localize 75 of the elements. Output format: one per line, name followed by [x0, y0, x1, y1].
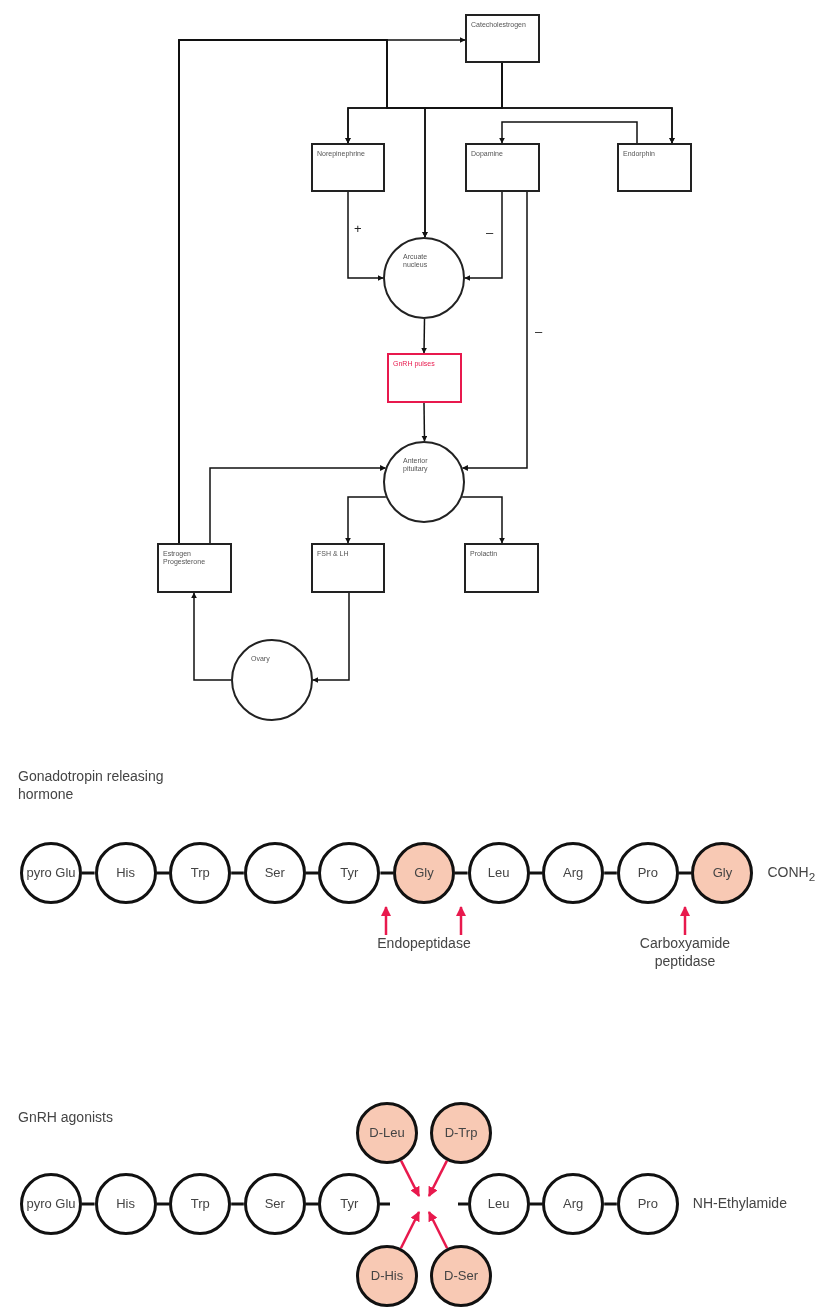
edge-label: – [486, 226, 494, 239]
residue-name: D-Leu [369, 1125, 405, 1141]
terminal-group: CONH$_{2}$ [767, 863, 816, 884]
process-box [465, 143, 540, 192]
arrow [399, 1211, 421, 1249]
peptide-bond [231, 871, 244, 875]
process-box [157, 543, 232, 593]
peptide-bond [82, 871, 95, 875]
arrow [209, 465, 387, 544]
peptide-bond [82, 1202, 95, 1206]
arrow [421, 402, 428, 442]
process-box [464, 543, 539, 593]
peptide-bond [156, 871, 170, 875]
terminal-group: NH-Ethylamide [692, 1194, 787, 1213]
residue-name: pyro Glu [26, 865, 76, 881]
residue-name: Ser [264, 865, 285, 881]
arrow [399, 1160, 421, 1197]
residue-name: D-Ser [444, 1268, 478, 1284]
amino-acid-circle [430, 1245, 492, 1307]
residue-name: Gly [414, 865, 434, 881]
amino-acid-circle [356, 1245, 418, 1307]
arrow [680, 906, 690, 935]
enzyme-label: Endopeptidase [354, 935, 494, 955]
edge-label: – [535, 325, 543, 338]
process-box [617, 143, 692, 192]
peptide-bond [305, 1202, 319, 1206]
arrow [461, 191, 528, 471]
peptide-bond [305, 871, 319, 875]
residue-name: Trp [190, 865, 210, 881]
peptide-bond [529, 1202, 543, 1206]
residue-name: Pro [637, 865, 658, 881]
residue-name: Gly [712, 865, 733, 881]
residue-name: Arg [563, 1196, 584, 1212]
section-heading: Gonadotropin releasing hormone [18, 767, 165, 804]
arrow [456, 906, 466, 935]
arrow [461, 496, 505, 544]
residue-name: Leu [487, 865, 510, 881]
section-heading: GnRH agonists [18, 1108, 113, 1127]
residue-name: Tyr [340, 1196, 359, 1212]
arrow [381, 906, 391, 935]
peptide-bond [529, 871, 543, 875]
arrow [464, 191, 503, 281]
residue-name: D-Trp [444, 1125, 478, 1141]
residue-name: Arg [563, 865, 584, 881]
residue-name: D-His [370, 1268, 404, 1284]
process-box [311, 543, 385, 593]
arrow [312, 592, 350, 683]
peptide-bond [231, 1202, 244, 1206]
residue-name: Tyr [340, 865, 359, 881]
residue-name: Ser [264, 1196, 285, 1212]
process-box [387, 353, 462, 403]
peptide-bond [455, 871, 468, 875]
residue-name: Leu [487, 1196, 510, 1212]
residue-name: Pro [637, 1196, 658, 1212]
arrow [347, 191, 384, 281]
peptide-bond [604, 871, 617, 875]
residue-name: His [116, 1196, 135, 1212]
arrow [345, 496, 387, 544]
peptide-bond [604, 1202, 617, 1206]
arrow [501, 62, 675, 144]
peptide-bond [678, 871, 692, 875]
arrow [427, 1160, 449, 1197]
process-box [465, 14, 540, 63]
arrow [427, 1211, 449, 1249]
enzyme-label: Carboxyamide peptidase [615, 935, 755, 975]
arrow [191, 592, 232, 681]
residue-name: His [116, 865, 135, 881]
edge-label: + [354, 222, 362, 235]
residue-name: Trp [190, 1196, 210, 1212]
peptide-bond [156, 1202, 170, 1206]
process-box [311, 143, 385, 192]
arrow [421, 318, 428, 354]
peptide-bond [380, 871, 393, 875]
arrow [499, 121, 638, 144]
residue-name: pyro Glu [26, 1196, 76, 1212]
